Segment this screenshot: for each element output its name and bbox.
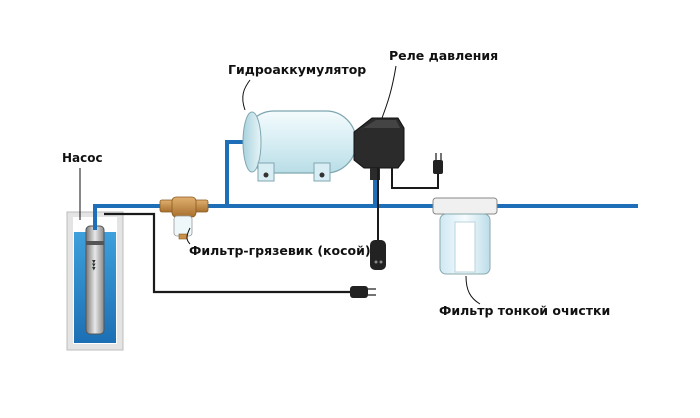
accumulator-tank: [242, 110, 357, 182]
mud-filter: [159, 196, 209, 240]
mud-filter-label: Фильтр-грязевик (косой): [189, 243, 371, 258]
pump-plug: [350, 286, 376, 298]
leader-lines: [79, 65, 481, 305]
submersible-pump: ▸▸▸: [85, 225, 105, 335]
pressure-relay-label: Реле давления: [389, 48, 499, 63]
pressure-relay: [353, 117, 405, 180]
fine-filter: [432, 197, 498, 275]
accumulator-label: Гидроаккумулятор: [228, 62, 367, 77]
pump-cable: [104, 212, 352, 294]
relay-power-cable: [391, 168, 439, 189]
svg-text:▸▸▸: ▸▸▸: [90, 260, 98, 271]
power-plug: [433, 153, 443, 174]
fine-filter-label: Фильтр тонкой очистки: [439, 303, 611, 318]
pump-label: Насос: [62, 151, 103, 165]
pump-socket: [370, 240, 386, 270]
